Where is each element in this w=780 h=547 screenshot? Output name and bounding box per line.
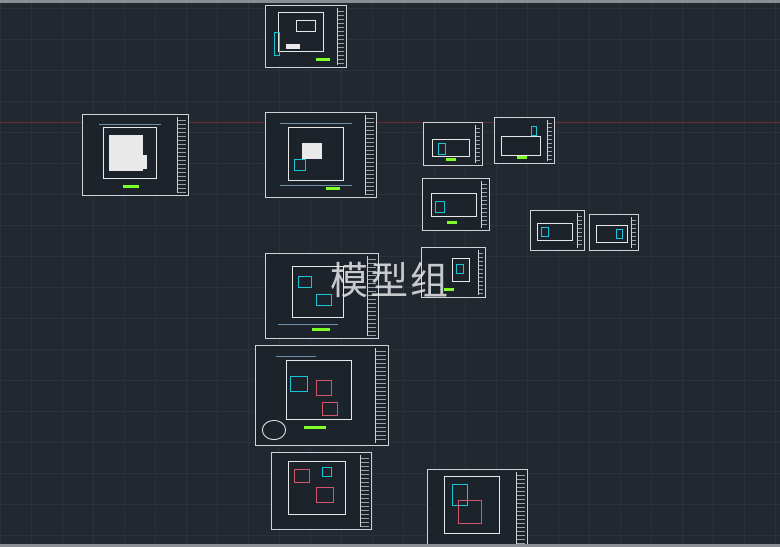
title-block: [475, 125, 480, 163]
title-block: [631, 217, 636, 248]
elevation-outline: [596, 225, 628, 243]
wall-outline: [292, 266, 344, 318]
viewport-top-border: [0, 0, 780, 3]
title-block: [360, 455, 369, 527]
ceiling-zone: [316, 380, 332, 396]
sheet-label-bar: [304, 426, 326, 429]
wall-outline: [296, 20, 316, 32]
sheet-label-bar: [316, 58, 330, 61]
drawing-sheet-floor-plan-filled[interactable]: [82, 114, 189, 196]
drawing-sheet-elevation[interactable]: [422, 178, 490, 231]
cyan-annotation: [274, 32, 280, 56]
detail-outline: [452, 258, 470, 282]
cyan-annotation: [452, 484, 468, 506]
drawing-sheet-elevation[interactable]: [494, 117, 555, 164]
drawing-sheet-floor-plan-dimensioned[interactable]: [265, 112, 377, 198]
sheet-label-bar: [517, 156, 527, 159]
dimension-line: [278, 324, 338, 325]
title-block: [337, 8, 344, 65]
drawing-sheet-elevation[interactable]: [423, 122, 483, 166]
dimension-line: [276, 356, 316, 357]
title-block: [375, 348, 386, 443]
ceiling-zone: [316, 487, 334, 503]
ceiling-zone: [294, 469, 310, 483]
sheet-label-bar: [312, 328, 330, 331]
drawing-sheet-detail[interactable]: [421, 247, 486, 298]
sheet-label-bar: [123, 185, 139, 188]
wall-outline: [278, 12, 324, 52]
cyan-annotation: [531, 126, 537, 136]
room-fill: [286, 44, 300, 49]
dimension-line: [280, 123, 352, 124]
sheet-label-bar: [444, 288, 454, 291]
x-axis-line: [0, 122, 780, 123]
room-fill: [131, 155, 147, 169]
elevation-outline: [501, 136, 541, 156]
drawing-sheet-floor-plan-top[interactable]: [265, 5, 347, 68]
drawing-sheet-ceiling-plan[interactable]: [255, 345, 389, 446]
drawing-sheet-furniture-plan[interactable]: [265, 253, 379, 339]
watermark-text: 模型组: [330, 259, 451, 303]
elevation-outline: [432, 139, 470, 157]
cyan-annotation: [616, 229, 623, 239]
title-block: [478, 250, 483, 295]
drawing-sheet-electrical-plan[interactable]: [427, 469, 528, 547]
cyan-annotation: [438, 143, 446, 155]
circuit-line: [458, 500, 482, 524]
title-block: [547, 120, 552, 161]
sheet-label-bar: [326, 187, 340, 190]
cyan-annotation: [316, 294, 332, 306]
wall-outline: [286, 360, 352, 420]
dimension-line: [280, 185, 352, 186]
elevation-outline: [537, 223, 573, 241]
cyan-annotation: [290, 376, 308, 392]
drawing-sheet-ceiling-plan[interactable]: [271, 452, 372, 530]
dimension-line: [99, 124, 161, 125]
cyan-annotation: [298, 276, 312, 288]
wall-outline: [288, 461, 346, 515]
cyan-annotation: [541, 227, 549, 237]
title-block: [516, 472, 525, 544]
room-fill: [302, 143, 322, 159]
sheet-label-bar: [446, 158, 456, 161]
wall-outline: [288, 127, 344, 181]
cyan-annotation: [456, 264, 464, 274]
drawing-sheet-elevation[interactable]: [589, 214, 639, 251]
title-block: [481, 181, 487, 228]
title-block: [577, 213, 582, 248]
title-block: [365, 115, 374, 195]
legend-circle: [262, 420, 286, 440]
drawing-sheet-elevation[interactable]: [530, 210, 585, 251]
wall-outline: [103, 127, 157, 179]
cyan-annotation: [435, 201, 445, 213]
viewport-bottom-border: [0, 544, 780, 547]
wall-outline: [444, 476, 500, 534]
cyan-annotation: [294, 159, 306, 171]
elevation-outline: [431, 193, 477, 217]
cyan-annotation: [322, 467, 332, 477]
title-block: [367, 256, 376, 336]
sheet-label-bar: [447, 221, 457, 224]
title-block: [177, 117, 186, 193]
ceiling-zone: [322, 402, 338, 416]
